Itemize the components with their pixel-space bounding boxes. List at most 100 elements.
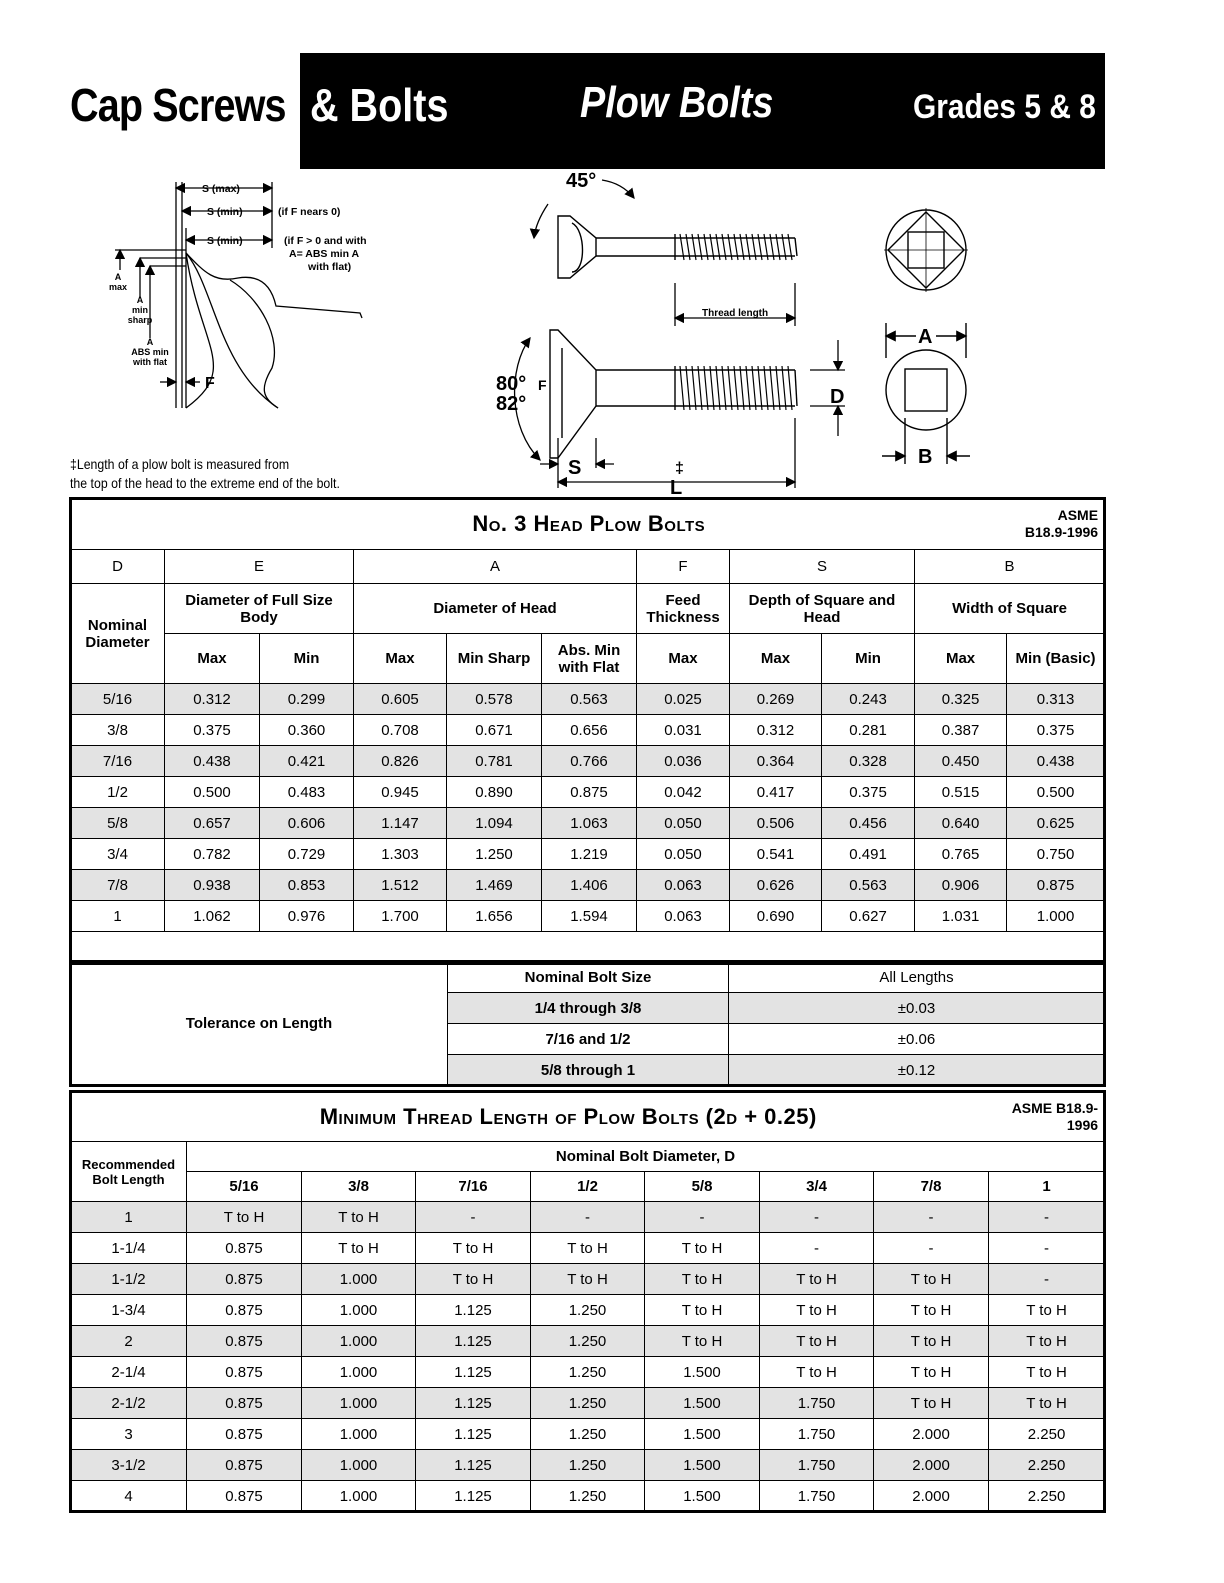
value-cell: 1.500: [644, 1387, 760, 1419]
value-cell: 0.671: [446, 714, 542, 746]
value-cell: 0.875: [186, 1480, 302, 1512]
tolerance-value: ±0.03: [728, 992, 1105, 1024]
value-cell: 0.299: [259, 683, 354, 715]
col-letter-a: A: [353, 549, 637, 584]
value-cell: 1.469: [446, 869, 542, 901]
value-cell: 1.000: [301, 1263, 416, 1295]
table1-title: No. 3 Head Plow Bolts: [472, 511, 706, 536]
value-cell: 0.826: [353, 745, 447, 777]
value-cell: 0.656: [541, 714, 637, 746]
value-cell: 0.360: [259, 714, 354, 746]
value-cell: T to H: [644, 1325, 760, 1357]
tolerance-col-lengths: All Lengths: [728, 961, 1105, 993]
value-cell: 1.000: [301, 1418, 416, 1450]
value-cell: 1.000: [1006, 900, 1106, 932]
b-label-right: B: [918, 446, 932, 468]
value-cell: 1.125: [415, 1449, 531, 1481]
value-cell: 0.438: [1006, 745, 1106, 777]
value-cell: 0.364: [729, 745, 822, 777]
value-cell: 2.250: [988, 1449, 1106, 1481]
header-e: Diameter of Full Size Body: [164, 583, 354, 634]
value-cell: 1.500: [644, 1356, 760, 1388]
subheader-cell: Max: [353, 633, 447, 684]
subheader-cell: Max: [636, 633, 730, 684]
value-cell: 2.000: [873, 1418, 990, 1450]
table1-title-cell: No. 3 Head Plow Bolts: [69, 498, 915, 550]
a-min-sharp: sharp: [128, 315, 153, 325]
value-cell: 0.640: [914, 807, 1008, 839]
angle-82-label: 82°: [496, 393, 526, 415]
value-cell: 1.250: [530, 1449, 645, 1481]
header-b: Width of Square: [914, 583, 1106, 634]
value-cell: 1.000: [301, 1449, 416, 1481]
value-cell: 0.708: [353, 714, 447, 746]
value-cell: -: [988, 1232, 1106, 1264]
col-letter-e: E: [164, 549, 354, 584]
value-cell: 1.656: [446, 900, 542, 932]
a-min-label: A: [137, 295, 144, 305]
value-cell: 0.243: [820, 683, 916, 715]
dagger-mark: ‡: [675, 460, 684, 477]
tolerance-col-size: Nominal Bolt Size: [447, 961, 729, 993]
value-cell: 1.500: [644, 1480, 760, 1512]
recommended-length-header: Recommended Bolt Length: [70, 1141, 187, 1202]
value-cell: 1.250: [530, 1387, 645, 1419]
value-cell: 1.125: [415, 1480, 531, 1512]
value-cell: 1.094: [446, 807, 542, 839]
value-cell: 1.125: [415, 1325, 531, 1357]
table2-asme-line2: 1996: [1066, 1116, 1099, 1133]
length-footnote: ‡Length of a plow bolt is measured from …: [70, 455, 340, 493]
header-black-band: [300, 53, 1105, 169]
header-s: Depth of Square and Head: [728, 583, 916, 634]
value-cell: 1.406: [541, 869, 637, 901]
value-cell: 1.147: [353, 807, 447, 839]
value-cell: 1.000: [301, 1387, 416, 1419]
value-cell: -: [873, 1232, 990, 1264]
value-cell: 1.063: [541, 807, 637, 839]
col-letter-s: S: [728, 549, 916, 584]
value-cell: 0.627: [820, 900, 916, 932]
table-row: 1/4 through 3/8 ±0.03: [71, 992, 1105, 1024]
value-cell: 1.750: [758, 1387, 875, 1419]
value-cell: T to H: [758, 1356, 875, 1388]
value-cell: 0.025: [636, 683, 730, 715]
diameter-column-header: 1: [988, 1171, 1106, 1202]
value-cell: 0.875: [541, 776, 637, 808]
table2-title: Minimum Thread Length of Plow Bolts (2d …: [319, 1103, 817, 1129]
bottom-thread: [679, 365, 793, 411]
bolt-length-cell: 1: [70, 1201, 187, 1233]
header-cap-screws: Cap Screws: [70, 79, 287, 131]
s-min-note-2c: with flat): [307, 261, 351, 273]
value-cell: 0.483: [259, 776, 354, 808]
table1-asme-line1: ASME: [1057, 507, 1099, 523]
table2-asme: ASME B18.9- 1996: [873, 1091, 1106, 1142]
value-cell: T to H: [530, 1232, 645, 1264]
bolt-length-cell: 1-1/4: [70, 1232, 187, 1264]
value-cell: T to H: [186, 1201, 302, 1233]
footnote-line-2: the top of the head to the extreme end o…: [70, 475, 340, 491]
bolt-length-cell: 2-1/4: [70, 1356, 187, 1388]
value-cell: 0.050: [636, 807, 730, 839]
value-cell: 0.781: [446, 745, 542, 777]
bolt-length-cell: 1-1/2: [70, 1263, 187, 1295]
table2-title-cell: Minimum Thread Length of Plow Bolts (2d …: [69, 1091, 874, 1142]
value-cell: -: [415, 1201, 531, 1233]
value-cell: 0.875: [186, 1232, 302, 1264]
min-thread-length-table: Minimum Thread Length of Plow Bolts (2d …: [68, 1090, 1107, 1513]
value-cell: 0.515: [914, 776, 1008, 808]
value-cell: T to H: [988, 1294, 1106, 1326]
value-cell: T to H: [644, 1232, 760, 1264]
value-cell: T to H: [873, 1356, 990, 1388]
value-cell: 0.976: [259, 900, 354, 932]
angle-45-label: 45°: [566, 170, 596, 192]
bolt-length-cell: 2-1/2: [70, 1387, 187, 1419]
value-cell: T to H: [415, 1263, 531, 1295]
value-cell: 0.325: [914, 683, 1008, 715]
